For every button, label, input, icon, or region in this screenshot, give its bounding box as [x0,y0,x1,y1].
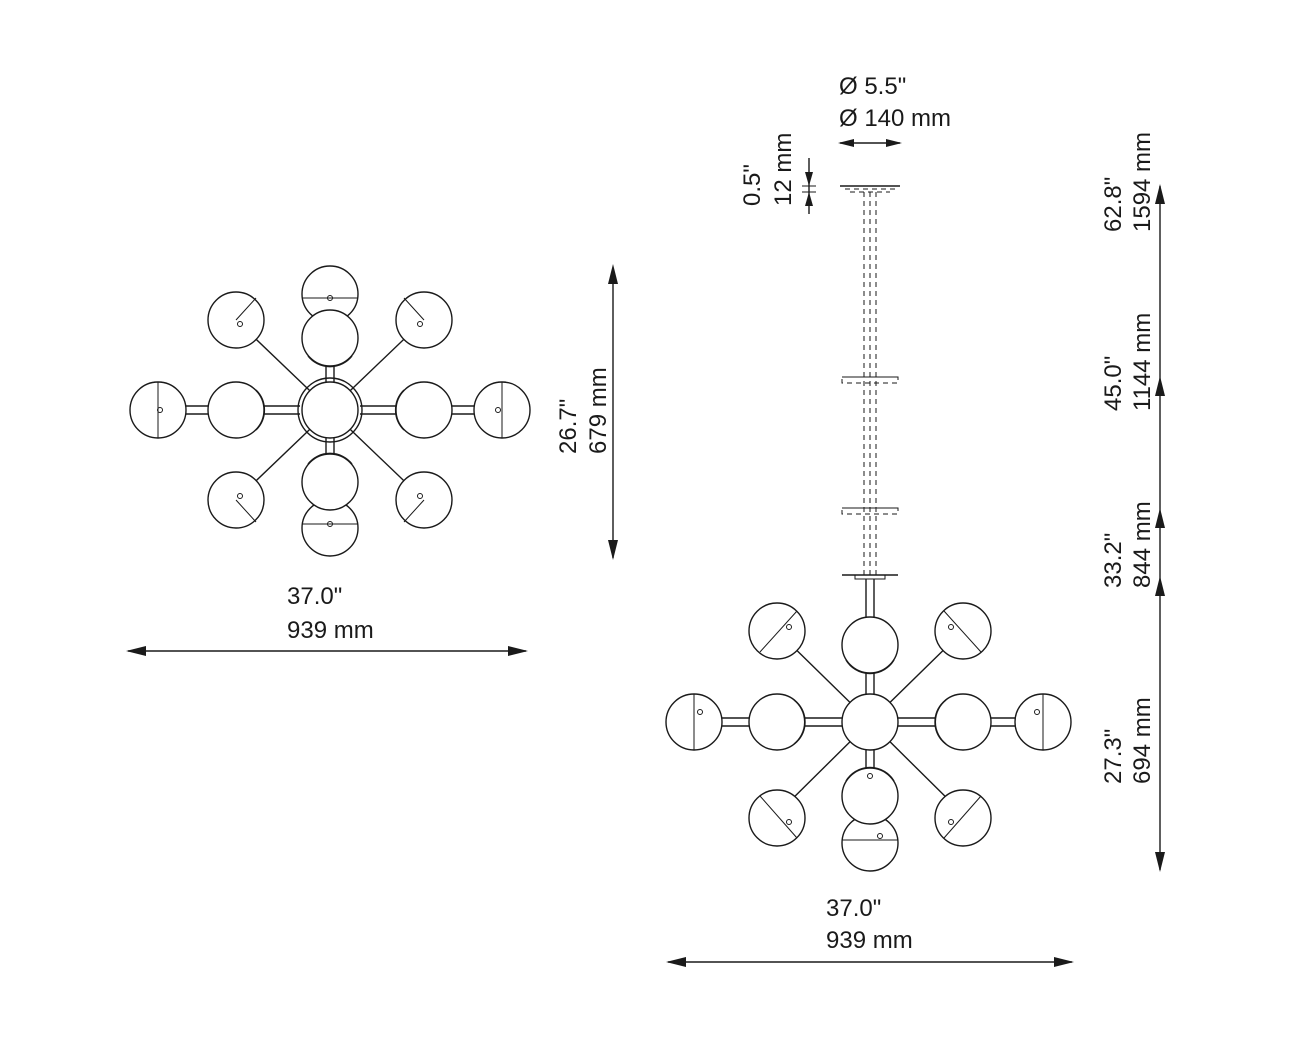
side-width-inches: 37.0" [826,895,881,922]
canopy-diameter-mm: Ø 140 mm [839,105,951,132]
canopy-height-inches: 0.5" [739,164,766,206]
side-view-outer-globes [665,602,1072,872]
side-view-hub [841,693,899,751]
top-width-mm: 939 mm [287,617,374,644]
rod-segment-2-mm: 844 mm [1129,501,1156,588]
top-view-width-dimension: 37.0" 939 mm [126,583,528,656]
canopy-diameter-inches: Ø 5.5" [839,73,906,100]
total-height-mm: 1594 mm [1129,132,1156,232]
top-view-dots [157,295,501,527]
fixture-height-inches: 27.3" [1100,729,1127,784]
fixture-height-mm: 694 mm [1129,697,1156,784]
side-width-mm: 939 mm [826,927,913,954]
top-width-inches: 37.0" [287,583,342,610]
height-chain-dimension: 62.8" 1594 mm 45.0" 1144 mm 33.2" 844 mm… [1100,132,1165,872]
top-depth-inches: 26.7" [555,399,582,454]
canopy-height-mm: 12 mm [770,133,797,206]
side-view-width-dimension: 37.0" 939 mm [666,895,1074,967]
top-view-fixture [129,265,531,557]
side-view-dots [697,624,1040,839]
rod-segment-1-mm: 1144 mm [1129,313,1156,411]
top-view-depth-dimension: 26.7" 679 mm [555,264,618,560]
canopy-diameter-dimension: Ø 5.5" Ø 140 mm [838,73,951,147]
rod-segment-2-inches: 33.2" [1100,533,1127,588]
total-height-inches: 62.8" [1100,177,1127,232]
top-view-inner-globes [207,309,453,511]
side-view-inner-globes [748,616,992,825]
canopy-height-dimension: 0.5" 12 mm [739,133,816,214]
top-depth-mm: 679 mm [585,367,612,454]
top-view-outer-globes [129,265,531,557]
fixture-plate [842,574,898,620]
top-view-hub [301,381,359,439]
rod-segment-1-inches: 45.0" [1100,356,1127,411]
canopy [840,185,900,193]
side-view-fixture [665,185,1072,872]
rod-couplings [841,376,899,515]
